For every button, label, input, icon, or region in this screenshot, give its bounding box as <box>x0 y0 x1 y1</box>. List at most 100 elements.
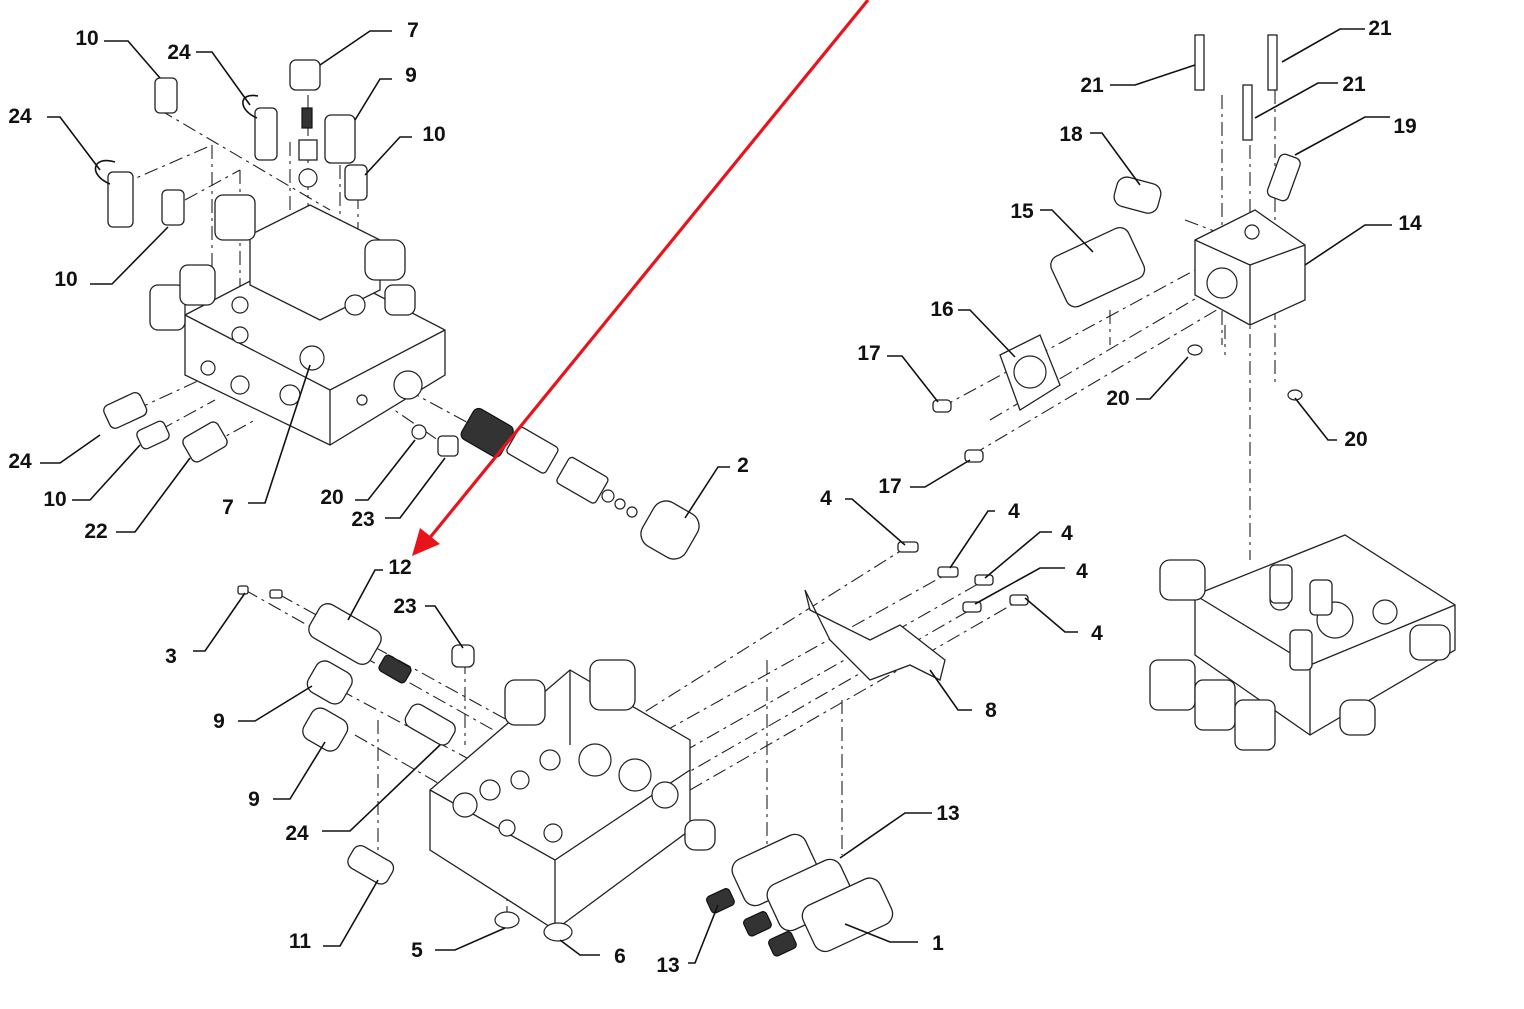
callout-label-7: 7 <box>222 496 234 519</box>
leader-line-21 <box>1254 82 1338 119</box>
callout-label-9: 9 <box>248 788 260 811</box>
callout-label-23: 23 <box>393 595 416 618</box>
callout-label-20: 20 <box>1106 387 1129 410</box>
bottom-valve-block <box>429 659 716 931</box>
callout-label-8: 8 <box>985 699 997 722</box>
callout-label-3: 3 <box>165 645 177 668</box>
leader-line-1 <box>844 923 918 943</box>
leader-line-9 <box>238 685 313 722</box>
leader-line-10 <box>72 444 141 501</box>
highlight-arrow-shaft <box>426 0 870 542</box>
callout-label-17: 17 <box>878 475 901 498</box>
leader-line-6 <box>559 939 600 956</box>
callout-label-10: 10 <box>422 123 445 146</box>
callout-label-4: 4 <box>1091 622 1103 645</box>
top-left-valve-block <box>149 194 446 446</box>
leader-line-7 <box>319 30 392 66</box>
leader-line-24 <box>47 116 101 171</box>
leader-lines <box>40 28 1392 964</box>
leader-line-17 <box>910 459 971 488</box>
callout-label-4: 4 <box>1008 500 1020 523</box>
leader-line-23 <box>425 605 464 649</box>
assembled-valve-block <box>1149 534 1456 751</box>
callout-label-4: 4 <box>1076 560 1088 583</box>
highlight-arrow <box>412 0 870 556</box>
leader-line-17 <box>887 355 939 403</box>
callout-label-7: 7 <box>407 19 419 42</box>
callout-label-24: 24 <box>8 105 32 128</box>
callout-label-21: 21 <box>1342 73 1366 96</box>
leader-line-12 <box>347 569 383 621</box>
leader-line-19 <box>1294 116 1390 156</box>
top-right-subassembly <box>932 34 1306 463</box>
leader-line-10 <box>90 226 169 285</box>
leader-line-24 <box>196 51 251 106</box>
callout-label-4: 4 <box>1061 522 1073 545</box>
callout-label-12: 12 <box>388 556 411 579</box>
leader-line-13 <box>839 812 932 859</box>
leader-line-8 <box>929 669 972 711</box>
leader-line-4 <box>974 567 1065 605</box>
leader-line-20 <box>355 439 416 501</box>
callout-label-20: 20 <box>1344 428 1367 451</box>
leader-line-24 <box>322 744 441 832</box>
callout-label-13: 13 <box>936 802 959 825</box>
leader-line-10 <box>364 136 412 176</box>
callout-label-24: 24 <box>167 41 191 64</box>
callout-label-6: 6 <box>614 945 626 968</box>
leader-line-3 <box>193 592 246 652</box>
callout-label-24: 24 <box>8 450 32 473</box>
relief-valve-cartridge <box>460 407 700 560</box>
leader-line-7 <box>248 364 311 504</box>
callout-label-23: 23 <box>351 508 374 531</box>
callout-label-21: 21 <box>1368 17 1392 40</box>
bottom-loose-parts <box>237 585 573 942</box>
leader-line-21 <box>1281 28 1365 63</box>
leader-line-2 <box>684 466 730 519</box>
callout-label-11: 11 <box>289 930 312 953</box>
leader-line-10 <box>104 40 161 79</box>
leader-line-20 <box>1136 356 1189 400</box>
leader-line-14 <box>1304 224 1392 266</box>
leader-line-5 <box>435 927 506 951</box>
callout-label-9: 9 <box>405 64 417 87</box>
callout-label-18: 18 <box>1059 123 1083 146</box>
callout-label-21: 21 <box>1080 74 1104 97</box>
leader-line-21 <box>1110 64 1196 86</box>
callout-label-14: 14 <box>1398 212 1422 235</box>
callout-label-22: 22 <box>84 520 107 543</box>
callout-label-19: 19 <box>1393 115 1416 138</box>
callout-label-20: 20 <box>320 486 343 509</box>
callout-label-5: 5 <box>411 939 423 962</box>
leader-line-4 <box>1024 597 1078 633</box>
leader-line-16 <box>958 309 1016 358</box>
callout-label-15: 15 <box>1010 200 1034 223</box>
callout-label-2: 2 <box>737 454 749 477</box>
callout-label-16: 16 <box>930 298 953 321</box>
leader-line-23 <box>385 457 446 519</box>
leader-line-24 <box>40 434 101 464</box>
leader-line-20 <box>1294 397 1337 441</box>
solenoid-coils <box>706 833 894 957</box>
callout-label-9: 9 <box>213 710 225 733</box>
leader-line-11 <box>323 879 379 947</box>
callout-label-4: 4 <box>820 487 832 510</box>
leader-line-13 <box>688 904 719 964</box>
leader-line-9 <box>273 741 326 800</box>
top-left-fittings <box>94 59 459 463</box>
callout-label-10: 10 <box>43 488 66 511</box>
leader-line-4 <box>949 510 995 569</box>
leader-line-18 <box>1090 132 1141 186</box>
callout-label-10: 10 <box>54 268 77 291</box>
leader-line-4 <box>984 531 1052 579</box>
callout-label-13: 13 <box>656 954 679 977</box>
highlight-arrow-head <box>412 528 440 556</box>
bracket-and-bolts <box>804 541 1029 681</box>
callout-label-24: 24 <box>285 822 309 845</box>
leader-line-15 <box>1040 209 1094 253</box>
leader-line-22 <box>116 457 191 533</box>
callout-label-1: 1 <box>932 932 944 955</box>
callout-label-10: 10 <box>75 27 98 50</box>
